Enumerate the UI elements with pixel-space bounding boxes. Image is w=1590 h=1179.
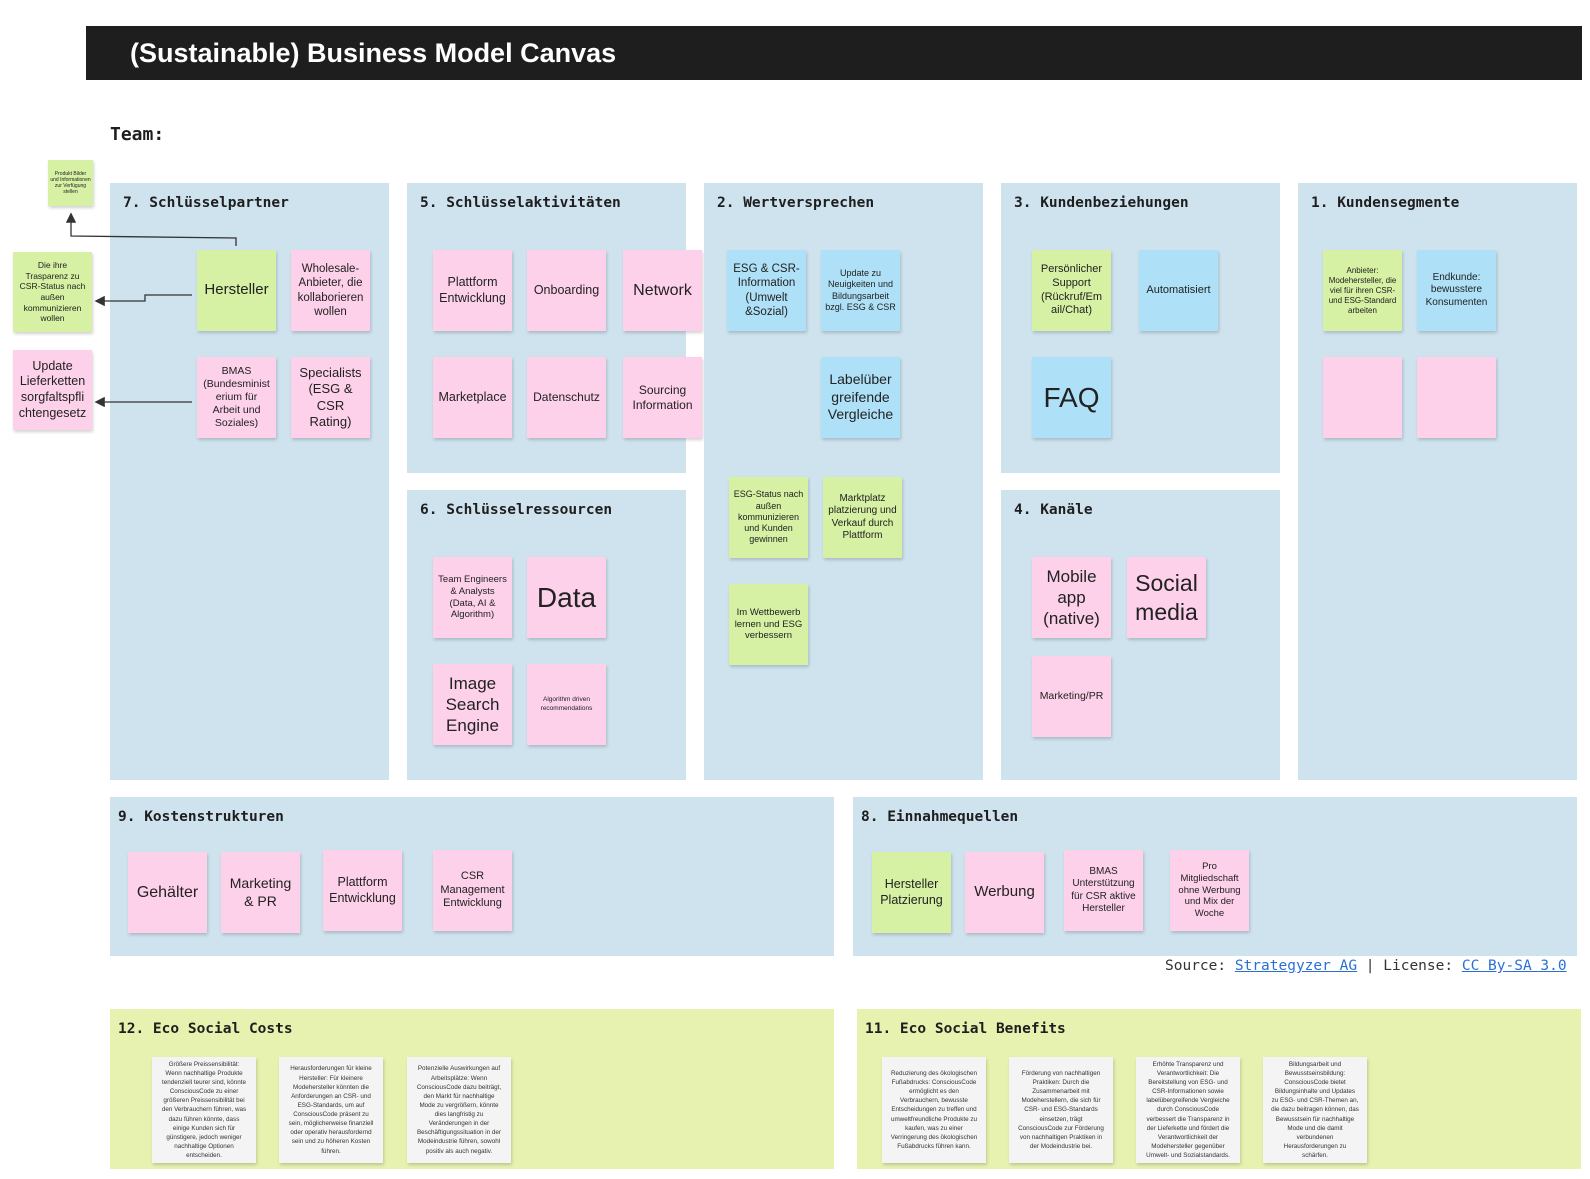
- sticky-note[interactable]: Marketplace: [433, 357, 512, 438]
- sticky-note[interactable]: BMAS (Bundesminist erium für Arbeit und …: [197, 357, 276, 438]
- eco-note[interactable]: Erhöhte Transparenz und Verantwortlichke…: [1136, 1057, 1240, 1163]
- sticky-note[interactable]: Update zu Neuigkeiten und Bildungsarbeit…: [821, 250, 900, 331]
- block-title: 7. Schlüsselpartner: [123, 195, 289, 211]
- sticky-note[interactable]: Data: [527, 557, 606, 638]
- block-title: 2. Wertversprechen: [717, 195, 875, 211]
- page-title: (Sustainable) Business Model Canvas: [130, 38, 617, 68]
- block-title: 5. Schlüsselaktivitäten: [420, 195, 621, 211]
- sticky-note[interactable]: Werbung: [965, 852, 1044, 933]
- eco-note[interactable]: Potenzielle Auswirkungen auf Arbeitsplät…: [407, 1057, 511, 1163]
- block-title: 1. Kundensegmente: [1311, 195, 1460, 211]
- license-link[interactable]: CC By-SA 3.0: [1461, 958, 1567, 974]
- sticky-note[interactable]: Network: [623, 250, 702, 331]
- sticky-note[interactable]: Hersteller Platzierung: [872, 852, 951, 933]
- block-title: 8. Einnahmequellen: [861, 809, 1019, 825]
- block-title: 12. Eco Social Costs: [118, 1021, 293, 1037]
- sticky-note[interactable]: Social media: [1127, 557, 1206, 638]
- sticky-note-produkt[interactable]: Produkt Bilder und Informationen zur Ver…: [48, 160, 93, 206]
- source-link[interactable]: Strategyzer AG: [1234, 958, 1358, 974]
- sticky-note[interactable]: Specialists (ESG & CSR Rating): [291, 357, 370, 438]
- block-title: 3. Kundenbeziehungen: [1014, 195, 1189, 211]
- sticky-note[interactable]: ESG-Status nach außen kommunizieren und …: [729, 477, 808, 558]
- title-bar: [86, 26, 1582, 80]
- sticky-note[interactable]: FAQ: [1032, 357, 1111, 438]
- eco-note[interactable]: Reduzierung des ökologischen Fußabdrucks…: [882, 1057, 986, 1163]
- eco-note[interactable]: Bildungsarbeit und Bewusstseinsbildung: …: [1263, 1057, 1367, 1163]
- sticky-note[interactable]: Marktplatz platzierung und Verkauf durch…: [823, 477, 902, 558]
- sticky-note[interactable]: Pro Mitgliedschaft ohne Werbung und Mix …: [1170, 850, 1249, 931]
- sticky-note-csr-status[interactable]: Die ihre Trasparenz zu CSR-Status nach a…: [13, 252, 92, 332]
- sticky-note[interactable]: Sourcing Information: [623, 357, 702, 438]
- block-title: 4. Kanäle: [1014, 502, 1093, 518]
- sticky-note[interactable]: Image Search Engine: [433, 664, 512, 745]
- sticky-note[interactable]: BMAS Unterstützung für CSR aktive Herste…: [1064, 850, 1143, 931]
- sticky-note[interactable]: ESG & CSR-Information (Umwelt &Sozial): [727, 250, 806, 331]
- sticky-note[interactable]: Algorithm driven recommendations: [527, 664, 606, 745]
- eco-note[interactable]: Förderung von nachhaltigen Praktiken: Du…: [1009, 1057, 1113, 1163]
- sticky-note[interactable]: Gehälter: [128, 852, 207, 933]
- source-prefix: Source:: [1165, 958, 1227, 974]
- sticky-note[interactable]: CSR Management Entwicklung: [433, 850, 512, 931]
- sticky-note-empty[interactable]: [1417, 357, 1496, 438]
- sticky-note[interactable]: Mobile app (native): [1032, 557, 1111, 638]
- block-title: 11. Eco Social Benefits: [865, 1021, 1066, 1037]
- sticky-note[interactable]: Anbieter: Modehersteller, die viel für i…: [1323, 250, 1402, 331]
- sticky-note[interactable]: Team Engineers & Analysts (Data, AI & Al…: [433, 557, 512, 638]
- sticky-note[interactable]: Endkunde: bewusstere Konsumenten: [1417, 250, 1496, 331]
- sticky-note[interactable]: Hersteller: [197, 250, 276, 331]
- sticky-note[interactable]: Persönlicher Support (Rückruf/Em ail/Cha…: [1032, 250, 1111, 331]
- sticky-note[interactable]: Plattform Entwicklung: [433, 250, 512, 331]
- sticky-note-lieferketten[interactable]: Update Lieferketten sorgfaltspfli chteng…: [13, 350, 92, 430]
- sticky-note[interactable]: Automatisiert: [1139, 250, 1218, 331]
- sticky-note[interactable]: Onboarding: [527, 250, 606, 331]
- sticky-note[interactable]: Datenschutz: [527, 357, 606, 438]
- eco-note[interactable]: Größere Preissensibilität: Wenn nachhalt…: [152, 1057, 256, 1163]
- block-title: 6. Schlüsselressourcen: [420, 502, 613, 518]
- sticky-note[interactable]: Marketing/PR: [1032, 656, 1111, 737]
- eco-note[interactable]: Herausforderungen für kleine Hersteller:…: [279, 1057, 383, 1163]
- block-title: 9. Kostenstrukturen: [118, 809, 284, 825]
- arrow-hersteller-to-produkt: [65, 212, 237, 246]
- sticky-note[interactable]: Labelüber greifende Vergleiche: [821, 357, 900, 438]
- sticky-note[interactable]: Plattform Entwicklung: [323, 850, 402, 931]
- license-prefix: | License:: [1365, 958, 1454, 974]
- sticky-note[interactable]: Wholesale-Anbieter, die kollaborieren wo…: [291, 250, 370, 331]
- source-line: Source: Strategyzer AG | License: CC By-…: [1165, 958, 1567, 974]
- arrow-hersteller-to-csr-status: [94, 294, 192, 307]
- sticky-note[interactable]: Im Wettbewerb lernen und ESG verbessern: [729, 584, 808, 665]
- sticky-note[interactable]: Marketing & PR: [221, 852, 300, 933]
- team-label: Team:: [110, 124, 165, 145]
- sticky-note-empty[interactable]: [1323, 357, 1402, 438]
